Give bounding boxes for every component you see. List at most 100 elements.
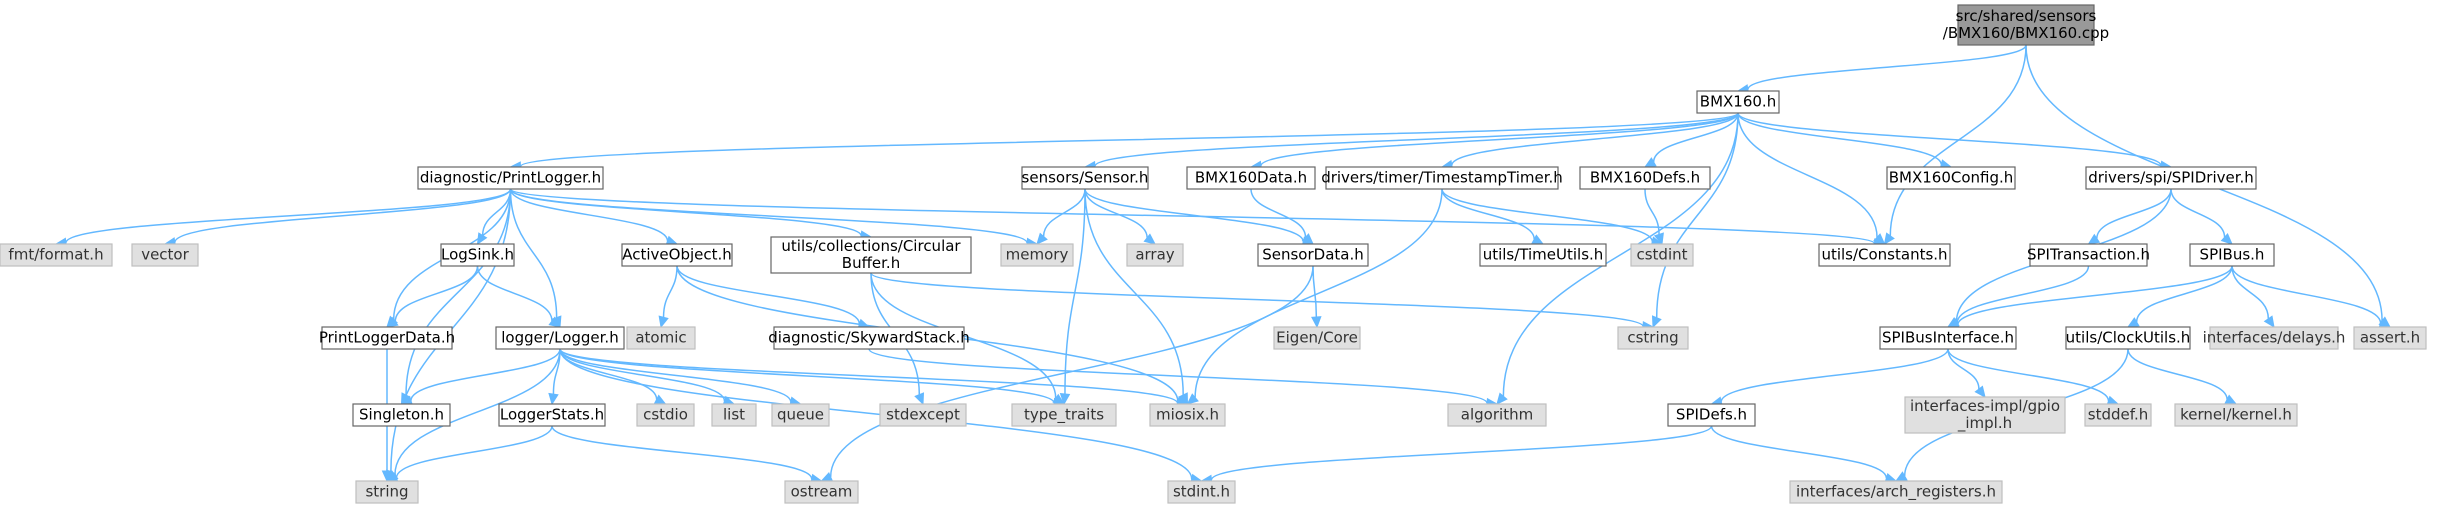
edge-bmx160h-to-sensor (1083, 112, 1739, 172)
node-cstdio[interactable]: cstdio (636, 403, 695, 427)
node-label: drivers/timer/TimestampTimer.h (1321, 169, 1563, 187)
node-queue[interactable]: queue (771, 403, 830, 427)
node-cstdint[interactable]: cstdint (1630, 243, 1694, 267)
node-eigen[interactable]: Eigen/Core (1273, 326, 1361, 350)
edge-logger-to-queue (559, 348, 802, 407)
node-spidriver[interactable]: drivers/spi/SPIDriver.h (2085, 166, 2257, 190)
node-label: SPIDefs.h (1676, 406, 1747, 424)
node-box (1257, 243, 1369, 267)
edge-bmxdata-to-sensordata (1250, 188, 1314, 245)
node-sensordata[interactable]: SensorData.h (1257, 243, 1369, 267)
node-delays[interactable]: interfaces/delays.h (2203, 326, 2346, 350)
node-gpioimpl[interactable]: interfaces-impl/gpio_impl.h (1904, 396, 2066, 434)
node-box (773, 326, 965, 350)
node-box (1579, 166, 1711, 190)
node-printlogger[interactable]: diagnostic/PrintLogger.h (417, 166, 604, 190)
node-label: assert.h (2360, 329, 2420, 347)
node-activeobject[interactable]: ActiveObject.h (621, 243, 733, 267)
node-box (2029, 243, 2148, 267)
edge-printlogger-to-activeobject (509, 188, 679, 246)
node-box (711, 403, 757, 427)
node-array[interactable]: array (1126, 243, 1184, 267)
node-bmxdata[interactable]: BMX160Data.h (1186, 166, 1316, 190)
node-spitrans[interactable]: SPITransaction.h (2027, 243, 2150, 267)
node-label: BMX160Config.h (1889, 169, 2014, 187)
node-box (1904, 396, 2066, 434)
node-spidefs[interactable]: SPIDefs.h (1667, 403, 1756, 427)
node-box (1021, 166, 1149, 190)
node-tstimer[interactable]: drivers/timer/TimestampTimer.h (1321, 166, 1563, 190)
node-bmx160h[interactable]: BMX160.h (1696, 90, 1780, 114)
node-clockutils[interactable]: utils/ClockUtils.h (2065, 326, 2191, 350)
node-label: string (365, 483, 408, 501)
node-label: vector (141, 246, 189, 264)
node-label: cstdint (1636, 246, 1687, 264)
node-root[interactable]: src/shared/sensors/BMX160/BMX160.cpp (1943, 4, 2109, 46)
node-loggerstats[interactable]: LoggerStats.h (498, 403, 606, 427)
node-label: array (1135, 246, 1174, 264)
node-miosix[interactable]: miosix.h (1149, 403, 1226, 427)
node-box (1273, 326, 1361, 350)
node-string[interactable]: string (355, 480, 419, 504)
node-label: queue (777, 406, 824, 424)
node-label: LogSink.h (441, 246, 514, 264)
node-archreg[interactable]: interfaces/arch_registers.h (1789, 480, 2003, 504)
node-timeutils[interactable]: utils/TimeUtils.h (1479, 243, 1607, 267)
node-list[interactable]: list (711, 403, 757, 427)
edge-spibusiface-to-gpioimpl (1947, 348, 1986, 398)
edge-bmx160h-to-printlogger (509, 112, 1739, 172)
node-kernel[interactable]: kernel/kernel.h (2174, 403, 2298, 427)
node-assert[interactable]: assert.h (2353, 326, 2427, 350)
node-ostream[interactable]: ostream (784, 480, 859, 504)
node-algorithm[interactable]: algorithm (1447, 403, 1547, 427)
node-stdexcept[interactable]: stdexcept (879, 403, 967, 427)
edge-bmx160h-to-constants (1737, 112, 1886, 245)
node-box (1000, 243, 1074, 267)
node-printloggerdata[interactable]: PrintLoggerData.h (319, 326, 455, 350)
node-label: memory (1006, 246, 1069, 264)
edge-root-to-bmx160h (1736, 44, 2027, 95)
edge-bmx160h-to-bmxdata (1249, 112, 1739, 172)
node-memory[interactable]: memory (1000, 243, 1074, 267)
node-spibusiface[interactable]: SPIBusInterface.h (1879, 326, 2017, 350)
edge-sensor-to-typetraits (1059, 188, 1086, 406)
node-fmt[interactable]: fmt/format.h (0, 243, 113, 267)
node-box (770, 236, 972, 274)
node-label: utils/Constants.h (1821, 246, 1947, 264)
node-box (879, 403, 967, 427)
node-label: BMX160Data.h (1195, 169, 1307, 187)
node-logger[interactable]: logger/Logger.h (495, 326, 625, 350)
node-logsink[interactable]: LogSink.h (440, 243, 515, 267)
node-box (1149, 403, 1226, 427)
node-label: drivers/spi/SPIDriver.h (2088, 169, 2254, 187)
node-label: cstdio (643, 406, 688, 424)
node-box (2084, 403, 2152, 427)
edge-spidriver-to-spibus (2170, 188, 2233, 245)
node-box (636, 403, 695, 427)
node-atomic[interactable]: atomic (626, 326, 696, 350)
node-box (321, 326, 453, 350)
edge-logsink-to-printloggerdata (385, 265, 479, 328)
node-bmxdefs[interactable]: BMX160Defs.h (1579, 166, 1711, 190)
node-cstring[interactable]: cstring (1617, 326, 1689, 350)
node-sensor[interactable]: sensors/Sensor.h (1021, 166, 1149, 190)
edge-printlogger-to-fmt (54, 188, 512, 248)
node-bmxconfig[interactable]: BMX160Config.h (1886, 166, 2016, 190)
node-spibus[interactable]: SPIBus.h (2189, 243, 2275, 267)
node-constants[interactable]: utils/Constants.h (1818, 243, 1951, 267)
node-box (1325, 166, 1559, 190)
node-typetraits[interactable]: type_traits (1011, 403, 1117, 427)
edge-activeobject-to-skyward (676, 265, 871, 329)
node-singleton[interactable]: Singleton.h (352, 403, 451, 427)
node-box (771, 403, 830, 427)
node-label: kernel/kernel.h (2180, 406, 2292, 424)
edge-sensordata-to-eigen (1311, 265, 1322, 329)
node-box (1126, 243, 1184, 267)
node-stdint[interactable]: stdint.h (1167, 480, 1236, 504)
node-skyward[interactable]: diagnostic/SkywardStack.h (768, 326, 970, 350)
node-vector[interactable]: vector (131, 243, 199, 267)
node-label: LoggerStats.h (500, 406, 604, 424)
node-stddef[interactable]: stddef.h (2084, 403, 2152, 427)
